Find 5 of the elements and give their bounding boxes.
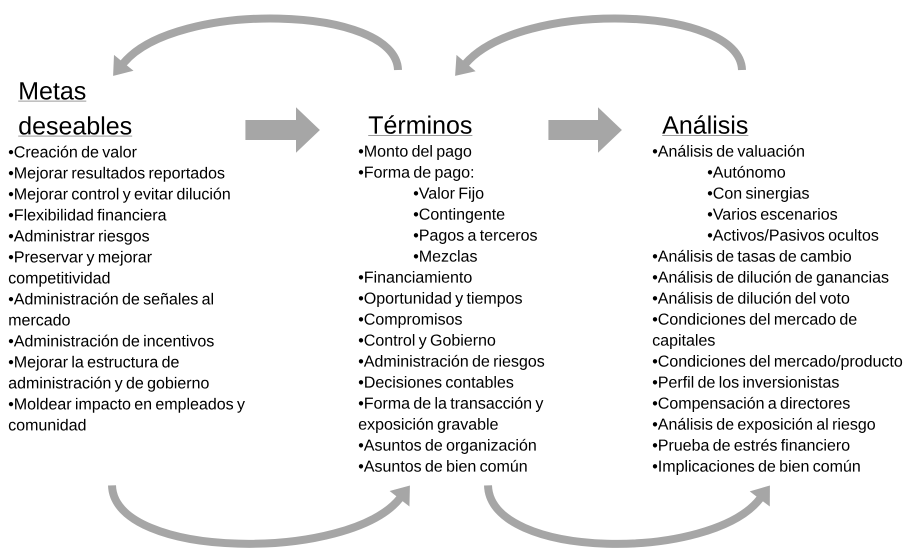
text-block: Metas deseables •Creación de valor •Mejorar resultados reportados •Mejorar control y evitar dilución •Flexibilidad financiera •Administrar riesgos •Preservar y mejorar competitividad •Administración de señales al mercado •Administración de incentivos •Mejorar la estructura de administración y de gobierno •Moldear impacto en empleados y comunidad <box>8 82 245 431</box>
text-block: Análisis •Análisis de valuación •Autónomo •Con sinergias •Varios escenarios •Activos/Pasivos ocultos •Análisis de tasas de cambio •Análisis de dilución de ganancias •Análisis de dilución del voto •Condiciones del mercado de capitales •Condiciones del mercado/producto •Perfil de los inversionistas •Compensación a directores •Análisis de exposición al riesgo •Prueba de estrés financiero •Implicaciones de bien común <box>652 115 902 475</box>
curved-arrow <box>484 484 770 548</box>
text-block: Términos •Monto del pago •Forma de pago: •Valor Fijo •Contingente •Pagos a terceros •Mezclas •Financiamiento •Oportunidad y tiempos •Compromisos •Control y Gobierno •Administración de riesgos •Decisiones contables •Forma de la transacción y exposición gravable •Asuntos de organización •Asuntos de bien común <box>358 115 544 472</box>
curved-arrow <box>108 484 410 548</box>
